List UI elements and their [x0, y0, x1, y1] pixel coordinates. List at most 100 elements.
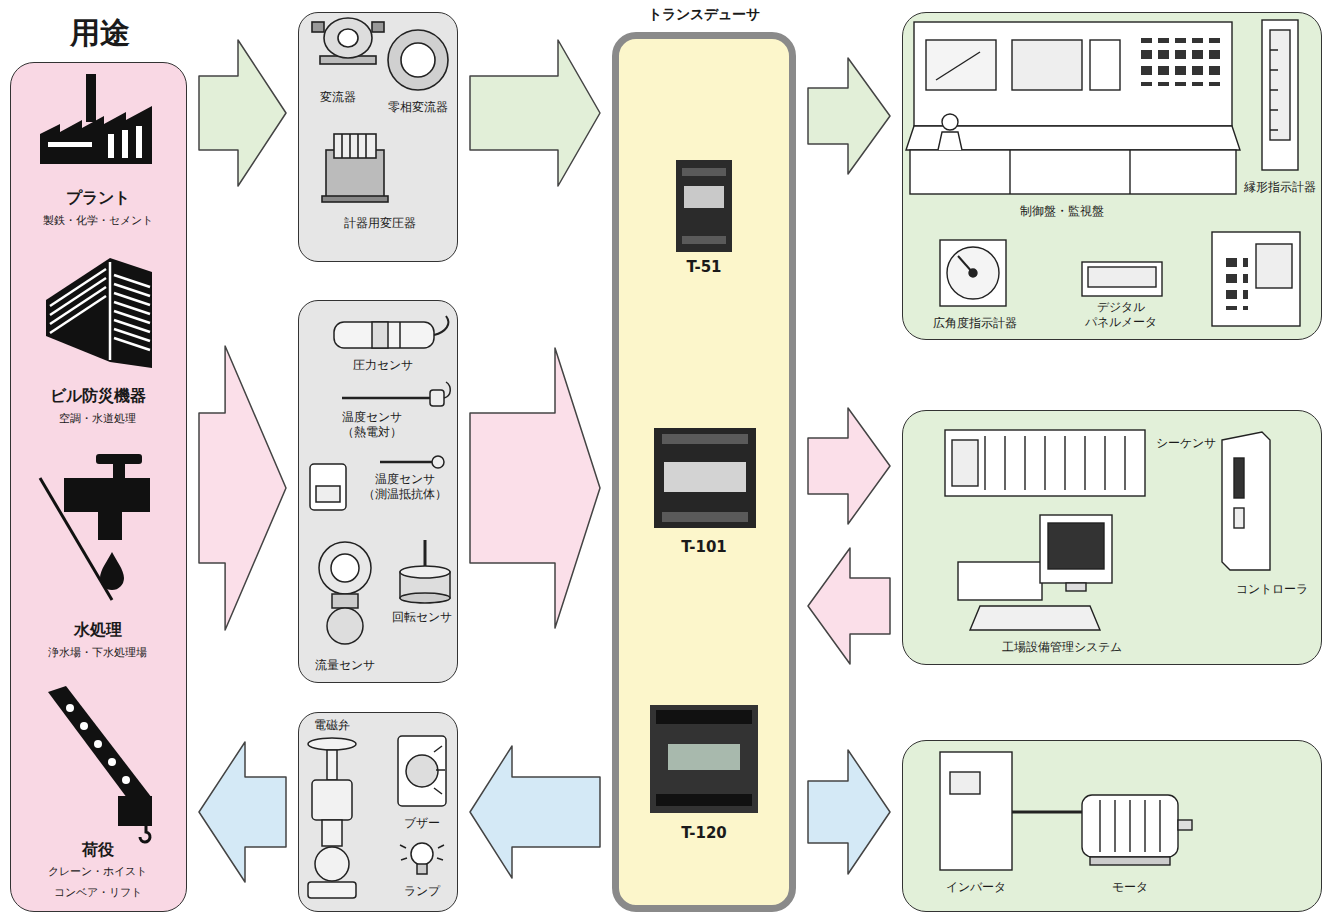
flow-sensor-part [332, 594, 358, 608]
t101-unit-part [664, 462, 746, 492]
building-icon-part-part [114, 284, 150, 296]
node-label: 製鉄・化学・セメント [43, 214, 153, 228]
node-label: T-120 [681, 824, 727, 843]
building-icon-part [46, 258, 152, 368]
node-label: 制御盤・監視盤 [1020, 204, 1104, 219]
motor-part [1178, 820, 1192, 830]
factory-icon [40, 74, 152, 164]
control-panel-part [910, 150, 1236, 194]
node-label: 回転センサ [392, 610, 452, 625]
flow-arrow [808, 750, 890, 874]
crane-icon-part [66, 704, 130, 784]
control-panel [906, 22, 1240, 194]
building-icon-part-part [114, 338, 150, 350]
controller-part [1234, 508, 1244, 528]
node-label: 浄水場・下水処理場 [48, 646, 147, 660]
t51-unit-part [676, 160, 732, 252]
node-label: モータ [1112, 880, 1148, 895]
digital-panel-meter [1082, 262, 1162, 296]
node-label: 水処理 [74, 620, 122, 640]
node-label: 流量センサ [315, 658, 375, 673]
control-panel-part [1140, 38, 1225, 86]
panel-heading: 用途 [70, 14, 130, 52]
flow-sensor-part [327, 608, 363, 644]
management-system-part [1066, 583, 1086, 591]
node-label: 零相変流器 [388, 100, 448, 115]
crane-icon-part-part [94, 740, 102, 748]
recorder-part [1212, 232, 1300, 326]
t120-unit-part [668, 744, 740, 770]
inverter [940, 752, 1082, 870]
building-icon-part-part [114, 320, 150, 332]
current-transformer-part [372, 22, 384, 32]
rtd-sensor-part [316, 486, 340, 502]
t120-unit-part [656, 794, 752, 806]
flow-arrow [808, 58, 890, 174]
wide-angle-meter-part [958, 256, 973, 273]
voltage-transformer-part [326, 150, 384, 198]
faucet-icon-part [64, 478, 150, 540]
flow-arrow [808, 548, 890, 664]
factory-icon-part [40, 106, 152, 164]
node-label: ランプ [404, 884, 440, 899]
instrument-panel: 変流器零相変流器計器用変圧器 [298, 12, 458, 262]
vertical-meter [1262, 20, 1298, 170]
building-icon-part-part [114, 329, 150, 341]
faucet-icon-part [113, 462, 125, 480]
buzzer [398, 736, 446, 806]
node-label: T-101 [681, 538, 727, 557]
rotation-sensor-part [400, 572, 450, 598]
pressure-sensor-part [399, 322, 401, 348]
thermocouple-part [342, 397, 430, 400]
node-label: 工場設備管理システム [1002, 640, 1122, 655]
control-panel-part [1012, 40, 1082, 90]
solenoid-valve [308, 738, 356, 898]
node-label: 電磁弁 [314, 718, 350, 733]
control-panel-part [906, 126, 1240, 150]
drive-panel: インバータ モータ [902, 740, 1322, 912]
sequencer-part [952, 440, 978, 486]
building-icon-part-part [50, 296, 106, 333]
node-label: 空調・水道処理 [59, 412, 136, 426]
building-icon-part-part [50, 269, 106, 306]
rotation-sensor-part [400, 566, 450, 578]
node-label: プラント [66, 188, 130, 208]
rtd-sensor-part [310, 464, 346, 510]
current-transformer-part [324, 18, 372, 58]
crane-icon-part [140, 826, 150, 842]
solenoid-valve-part [312, 780, 352, 820]
building-icon-part [50, 262, 150, 360]
node-label: 計器用変圧器 [344, 216, 416, 231]
building-icon-part-part [109, 262, 112, 360]
crane-icon-part-part [122, 776, 130, 784]
lamp-part [417, 864, 427, 874]
building-icon-part-part [114, 293, 150, 305]
thermocouple-part [430, 390, 444, 406]
solenoid-valve-part [322, 820, 342, 846]
management-system-part [1048, 523, 1104, 569]
solenoid-valve-part [308, 738, 356, 750]
pressure-sensor-part [434, 316, 448, 335]
thermocouple [342, 382, 450, 406]
wide-angle-meter [940, 240, 1006, 306]
management-system-part [958, 562, 1042, 600]
node-label: ブザー [404, 816, 440, 831]
lamp [400, 843, 444, 874]
controller [1222, 432, 1270, 570]
node-label: インバータ [946, 880, 1006, 895]
factory-icon-part [108, 134, 114, 158]
control-system-panel: シーケンサコントローラ工場設備管理システム [902, 410, 1322, 665]
building-icon-part-part [50, 278, 106, 315]
controller-part [1234, 458, 1244, 498]
rtd-sensor [310, 456, 444, 510]
node-label: 温度センサ （熱電対） [336, 410, 408, 440]
building-icon [46, 258, 152, 368]
actuator-panel: 電磁弁ブザーランプ [298, 712, 458, 912]
flow-arrow [470, 746, 600, 878]
node-label: クレーン・ホイスト [48, 865, 147, 879]
control-panel-part [926, 40, 996, 90]
building-icon-part-part [114, 311, 150, 323]
control-panel-part [1129, 150, 1130, 194]
faucet-icon [40, 454, 150, 600]
